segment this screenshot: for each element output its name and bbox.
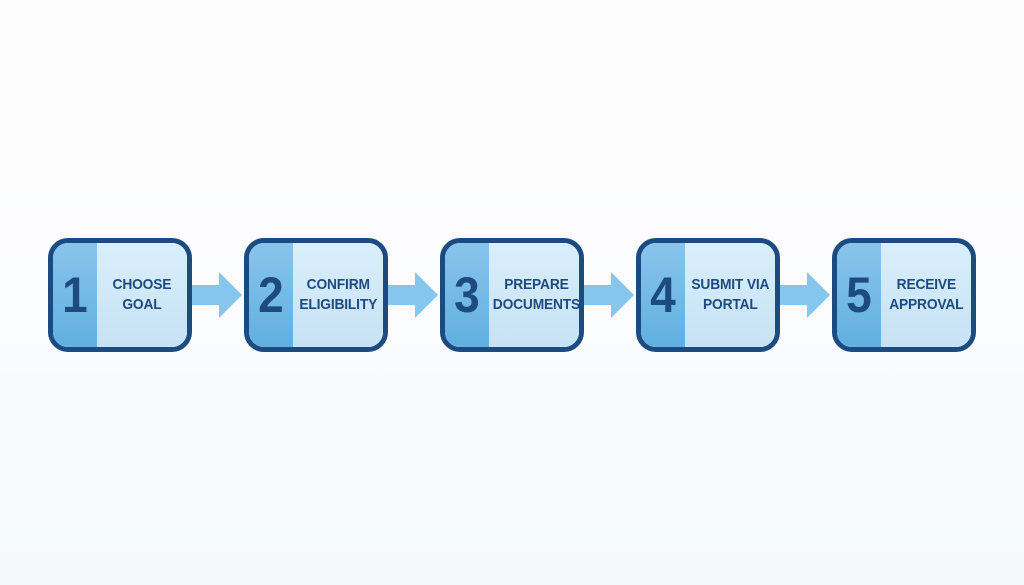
step-3-label-panel: PREPARE DOCUMENTS — [489, 243, 581, 347]
step-5-number-panel: 5 — [837, 243, 881, 347]
step-4-label: SUBMIT VIA PORTAL — [691, 275, 769, 313]
arrow-right-icon — [192, 272, 242, 318]
step-5-number: 5 — [846, 267, 872, 323]
step-1-label: CHOOSE GOAL — [112, 275, 172, 313]
step-4-label-panel: SUBMIT VIA PORTAL — [685, 243, 775, 347]
arrow-right-icon — [388, 272, 438, 318]
step-3-number-panel: 3 — [445, 243, 489, 347]
step-3: 3 PREPARE DOCUMENTS — [440, 238, 584, 352]
process-flow-row: 1 CHOOSE GOAL 2 CONFIRM ELIGIBILITY 3 — [0, 238, 1024, 352]
step-2-number: 2 — [258, 267, 284, 323]
step-5: 5 RECEIVE APPROVAL — [832, 238, 976, 352]
step-5-label-panel: RECEIVE APPROVAL — [881, 243, 971, 347]
step-1-number: 1 — [62, 267, 88, 323]
step-2-label: CONFIRM ELIGIBILITY — [299, 275, 377, 313]
step-1-label-panel: CHOOSE GOAL — [97, 243, 187, 347]
arrow-right-icon — [584, 272, 634, 318]
step-2-label-panel: CONFIRM ELIGIBILITY — [293, 243, 383, 347]
step-2-number-panel: 2 — [249, 243, 293, 347]
step-4: 4 SUBMIT VIA PORTAL — [636, 238, 780, 352]
step-4-number: 4 — [650, 267, 676, 323]
step-1: 1 CHOOSE GOAL — [48, 238, 192, 352]
step-1-number-panel: 1 — [53, 243, 97, 347]
arrow-right-icon — [780, 272, 830, 318]
step-2: 2 CONFIRM ELIGIBILITY — [244, 238, 388, 352]
step-3-label: PREPARE DOCUMENTS — [492, 275, 581, 313]
step-4-number-panel: 4 — [641, 243, 685, 347]
step-3-number: 3 — [454, 267, 480, 323]
step-5-label: RECEIVE APPROVAL — [888, 275, 964, 313]
